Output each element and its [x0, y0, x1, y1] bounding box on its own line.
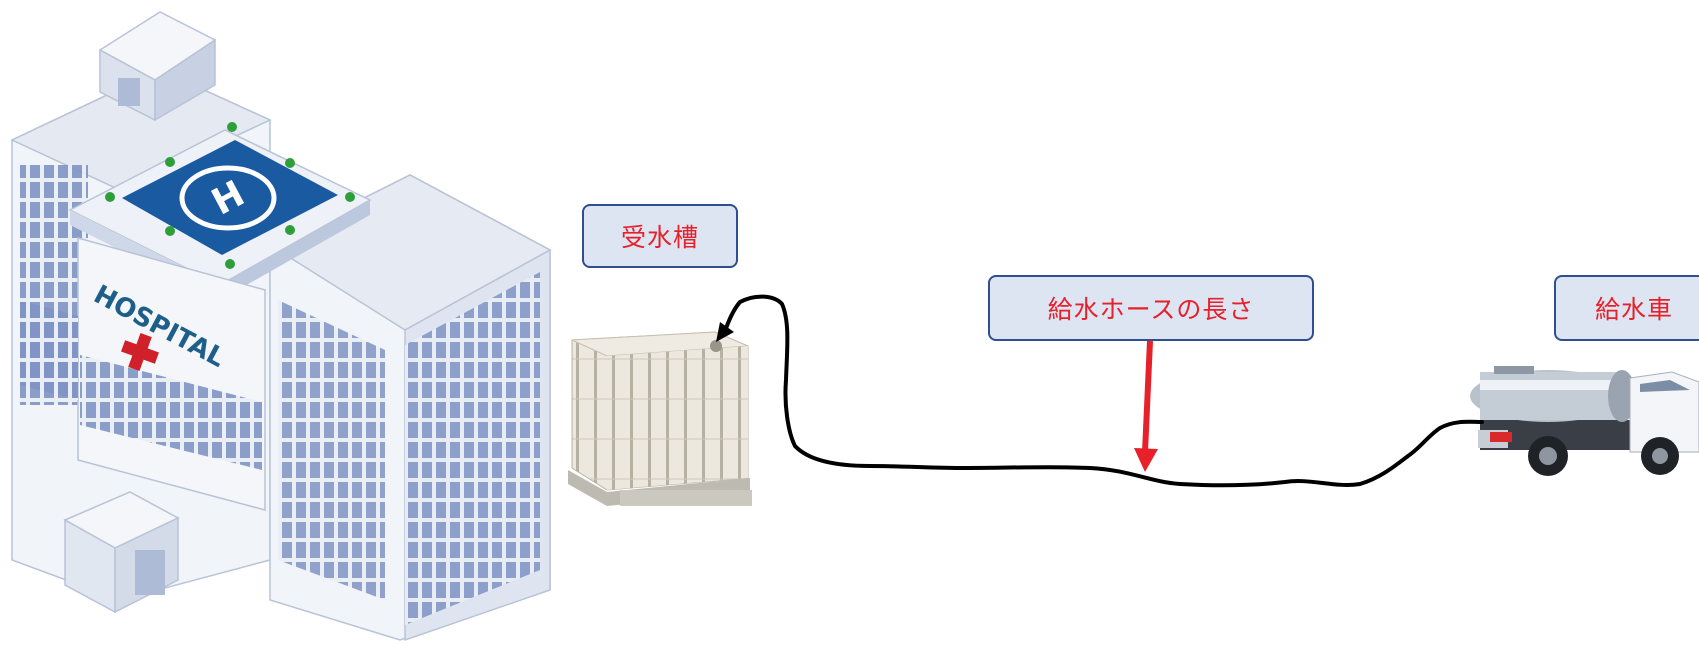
hose-length-label: 給水ホースの長さ [988, 275, 1314, 341]
hose-length-indicator-arrow [1142, 340, 1153, 453]
hospital-building-illustration: H HOSPITAL [10, 11, 552, 642]
water-tank-label: 受水槽 [582, 204, 738, 268]
hose-inlet-arrowhead [716, 322, 734, 342]
water-truck-label: 給水車 [1554, 275, 1699, 341]
water-hose-line [722, 294, 1484, 488]
water-tank-illustration [568, 331, 752, 506]
hose-length-arrowhead [1134, 448, 1158, 472]
water-truck-illustration [1470, 366, 1699, 476]
red-cross-icon [121, 333, 159, 371]
